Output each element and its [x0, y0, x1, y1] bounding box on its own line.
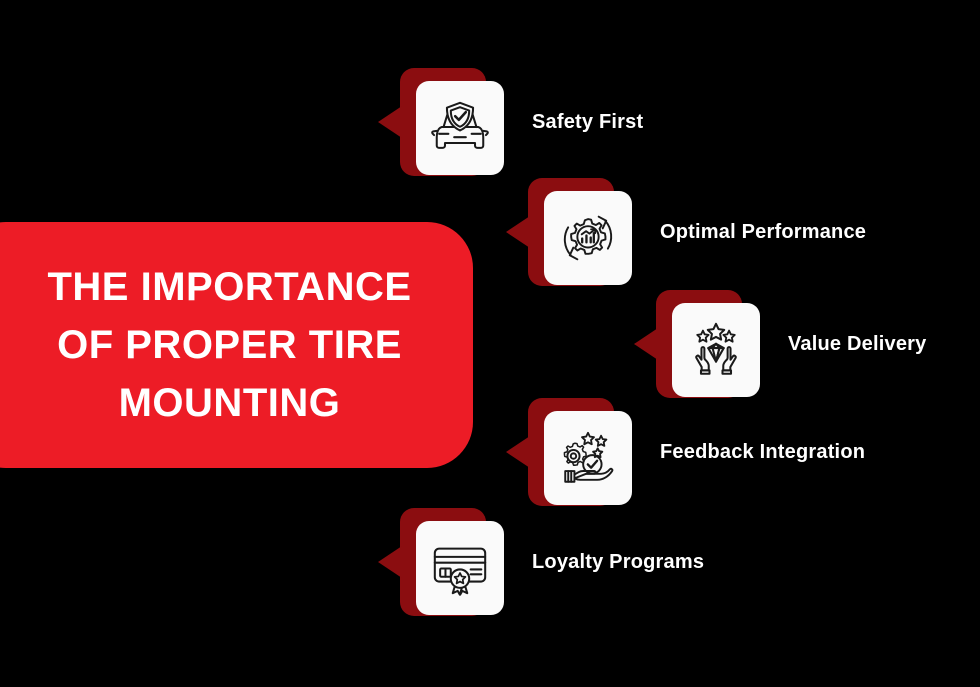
list-item-label: Safety First	[532, 110, 644, 133]
arrow-tip	[506, 436, 530, 468]
icon-card	[544, 411, 632, 505]
icon-card	[416, 521, 504, 615]
gear-growth-chart-cycle-icon	[557, 207, 619, 269]
icon-card	[544, 191, 632, 285]
title-card: THE IMPORTANCE OF PROPER TIRE MOUNTING	[0, 222, 473, 468]
arrow-tip	[506, 216, 530, 248]
list-item-label: Value Delivery	[788, 332, 927, 355]
list-item-label: Feedback Integration	[660, 440, 866, 463]
arrow-tip	[378, 106, 402, 138]
icon-card	[672, 303, 760, 397]
arrow-tip	[378, 546, 402, 578]
credit-card-award-ribbon-icon	[429, 537, 491, 599]
arrow-tip	[634, 328, 658, 360]
hands-diamond-stars-icon	[685, 319, 747, 381]
hand-gear-check-stars-icon	[557, 427, 619, 489]
car-shield-check-icon	[429, 97, 491, 159]
list-item-label: Loyalty Programs	[532, 550, 705, 573]
page-title: THE IMPORTANCE OF PROPER TIRE MOUNTING	[47, 265, 412, 425]
list-item-label: Optimal Performance	[660, 220, 867, 243]
icon-card	[416, 81, 504, 175]
